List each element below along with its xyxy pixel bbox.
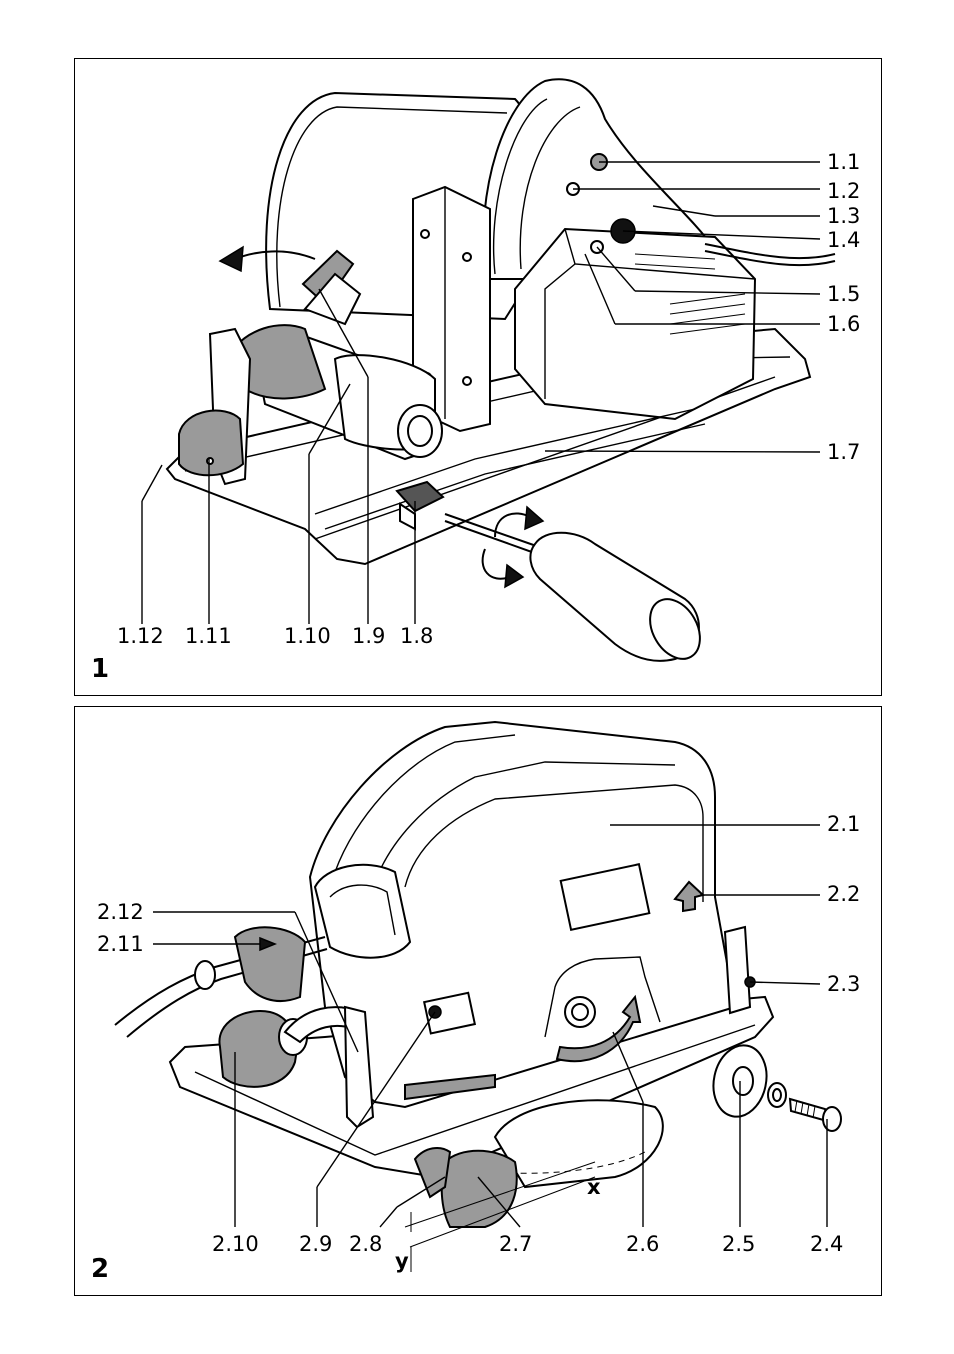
label-2-5: 2.5	[722, 1232, 756, 1256]
figure-2-number: 2	[91, 1254, 110, 1284]
figure-1-drawing	[141, 78, 836, 662]
figure-1-panel: 1.1 1.2 1.3 1.4 1.5 1.6 1.7 1.12 1.11 1.…	[74, 58, 882, 696]
label-2-8: 2.8	[349, 1232, 383, 1256]
callout-2-3: 2.3	[827, 972, 861, 996]
callout-2-11: 2.11	[97, 932, 144, 956]
dimension-y-label: y	[395, 1249, 409, 1273]
figure-1-number: 1	[91, 654, 110, 684]
figure-2-drawing	[114, 720, 842, 1272]
callout-2-12: 2.12	[97, 900, 144, 924]
dimension-x-label: x	[587, 1175, 601, 1199]
callout-1-3: 1.3	[827, 204, 861, 228]
label-2-10: 2.10	[212, 1232, 259, 1256]
label-2-6: 2.6	[626, 1232, 660, 1256]
label-1-8: 1.8	[400, 624, 434, 648]
callout-2-1: 2.1	[827, 812, 861, 836]
label-1-12: 1.12	[117, 624, 164, 648]
label-2-7: 2.7	[499, 1232, 533, 1256]
label-1-10: 1.10	[284, 624, 331, 648]
callout-1-1: 1.1	[827, 150, 861, 174]
callout-1-4: 1.4	[827, 228, 861, 252]
label-1-9: 1.9	[352, 624, 386, 648]
label-2-9: 2.9	[299, 1232, 333, 1256]
label-2-4: 2.4	[810, 1232, 844, 1256]
callout-1-7: 1.7	[827, 440, 861, 464]
callout-2-2: 2.2	[827, 882, 861, 906]
figure-2-panel: 2.1 2.2 2.3 2.12 2.11 2.10 2.9 2.8 2.7 2…	[74, 706, 882, 1296]
callout-1-6: 1.6	[827, 312, 861, 336]
label-1-11: 1.11	[185, 624, 232, 648]
callout-1-5: 1.5	[827, 282, 861, 306]
callout-1-2: 1.2	[827, 179, 861, 203]
